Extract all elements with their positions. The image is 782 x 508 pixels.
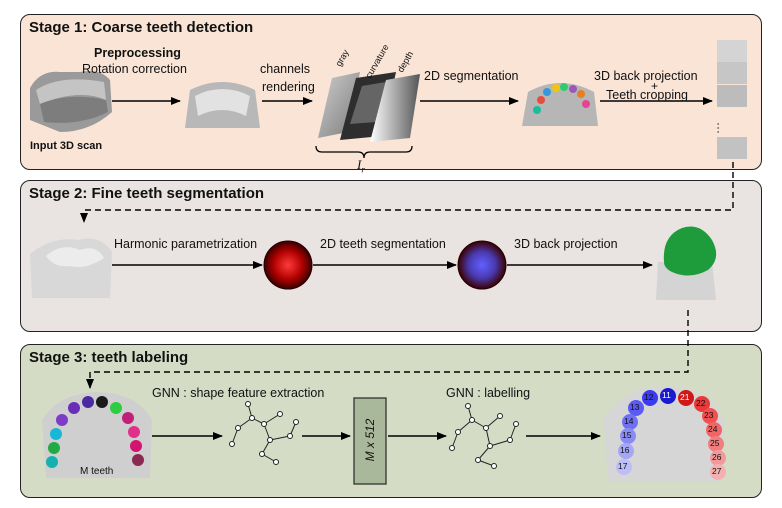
stage2-title: Stage 2: Fine teeth segmentation [29, 185, 265, 202]
gnn-graph-2 [449, 403, 519, 469]
rotation-label: Rotation correction [82, 62, 187, 76]
stage2-panel: Stage 2: Fine teeth segmentation [20, 180, 762, 332]
plus-label: + [651, 79, 659, 93]
segmented-model [522, 83, 598, 126]
feature-matrix-box [353, 397, 387, 485]
harmonic-label: Harmonic parametrization [114, 237, 258, 251]
tooth-number: 14 [624, 416, 634, 426]
m-teeth-label: M teeth [80, 466, 114, 477]
cropping-label: Teeth cropping [606, 88, 689, 102]
segmented-map-disc [457, 240, 507, 290]
backprojection-label: 3D back projection [594, 69, 698, 83]
tooth-number: 17 [618, 461, 628, 471]
ir-subscript: r [361, 164, 365, 175]
seg2d-label: 2D teeth segmentation [320, 237, 446, 251]
tooth-number: 21 [680, 392, 690, 402]
ir-symbol: I [357, 157, 362, 172]
single-tooth-model [30, 238, 112, 298]
tooth-number: 22 [696, 398, 706, 408]
tooth-number: 23 [704, 410, 714, 420]
tooth-number: 25 [710, 438, 720, 448]
matrix-label: M x 512 [363, 418, 377, 462]
ir-label: Ir [357, 157, 365, 175]
dashed-stage2-to-stage3 [86, 310, 689, 389]
segmentation-label: 2D segmentation [424, 69, 519, 83]
tooth-number: 11 [662, 390, 671, 400]
stage1-title: Stage 1: Coarse teeth detection [29, 19, 254, 36]
tooth-number: 27 [712, 466, 722, 476]
stage3-title: Stage 3: teeth labeling [29, 349, 189, 366]
gnn-graph-1 [229, 401, 299, 465]
segmented-tooth-model [656, 226, 717, 300]
input-scan-label: Input 3D scan [30, 140, 103, 152]
tooth-number: 16 [620, 445, 630, 455]
tooth-number: 13 [630, 402, 640, 412]
harmonic-map-disc [263, 240, 313, 290]
ir-brace [315, 145, 413, 159]
tooth-number: 15 [622, 430, 632, 440]
input-arch-model [42, 392, 152, 478]
input-scan-model [30, 71, 112, 132]
rotated-model [185, 82, 260, 128]
stage1-panel: Stage 1: Coarse teeth detection [20, 14, 762, 170]
labelled-arch-model [604, 386, 726, 482]
gnn-label-label: GNN : labelling [446, 386, 531, 400]
ellipsis-label: ··· [712, 122, 726, 134]
gnn-shape-label: GNN : shape feature extraction [152, 386, 325, 400]
depth-channel-card [370, 74, 420, 142]
tooth-number: 24 [708, 424, 718, 434]
tooth-number: 12 [644, 392, 654, 402]
dashed-stage1-to-stage2 [80, 162, 734, 223]
tooth-number: 26 [712, 452, 722, 462]
cropped-teeth-column [717, 40, 747, 159]
preprocessing-label: Preprocessing [94, 46, 181, 60]
backproj2-label: 3D back projection [514, 237, 618, 251]
channels-label: channels [260, 62, 311, 76]
rendering-label: rendering [262, 80, 315, 94]
